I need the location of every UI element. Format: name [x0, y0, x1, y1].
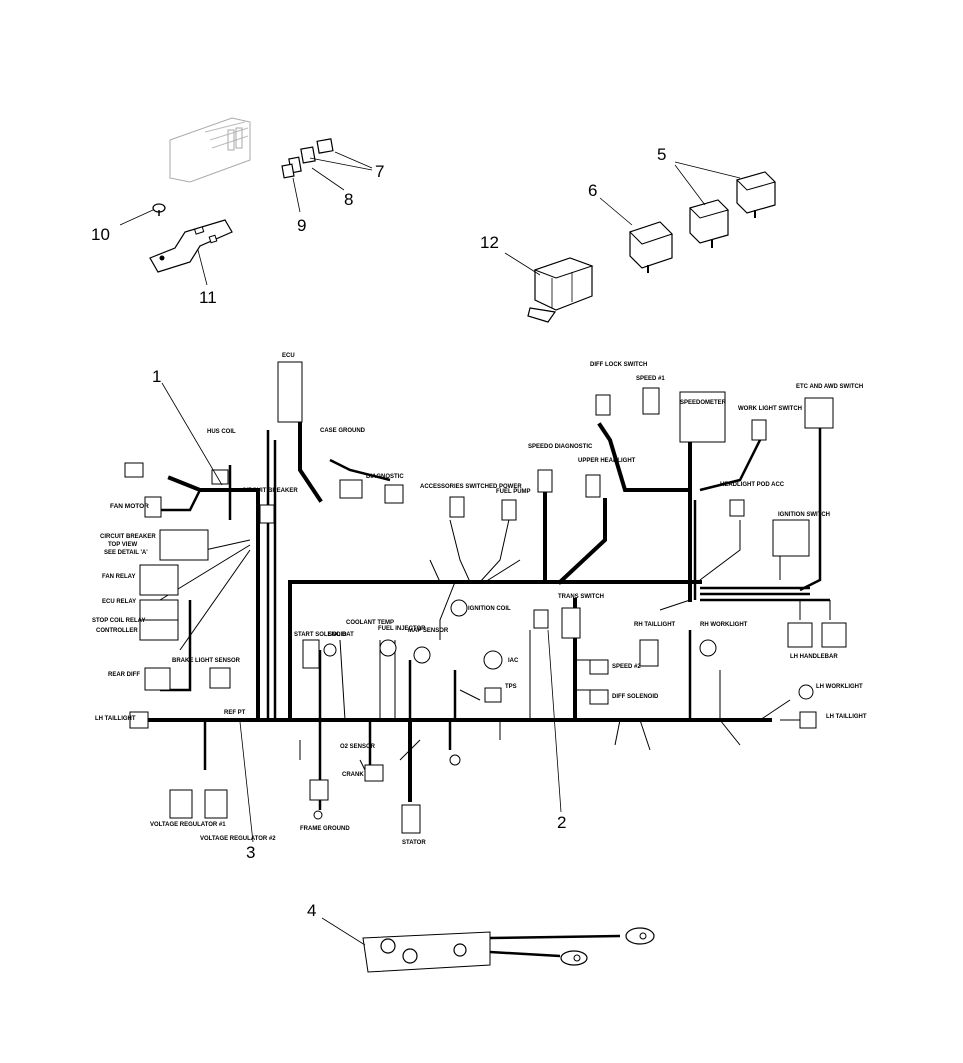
label-stop-coil-relay: STOP COIL RELAY: [92, 618, 145, 624]
callout-10: 10: [91, 225, 110, 244]
label-hus-coil: HUS COIL: [207, 429, 236, 435]
label-lh-worklight: LH WORKLIGHT: [816, 684, 863, 690]
label-rh-worklight: RH WORKLIGHT: [700, 622, 748, 628]
label-work-light-switch: WORK LIGHT SWITCH: [738, 406, 802, 412]
callout-12: 12: [480, 233, 499, 252]
fuse-block: [169, 117, 251, 183]
label-start-solenoid: START SOLENOID: [294, 632, 347, 638]
label-circuit-breaker: CIRCUIT BREAKER: [100, 534, 156, 540]
label-diff-lock-switch: DIFF LOCK SWITCH: [590, 362, 647, 368]
callout-3: 3: [246, 843, 255, 862]
callout-9: 9: [297, 216, 306, 235]
label-etc-awd-switch: ETC AND AWD SWITCH: [796, 384, 863, 390]
relay-12: [527, 257, 594, 323]
label-voltage-reg-2: VOLTAGE REGULATOR #2: [200, 836, 276, 842]
label-top-view: TOP VIEW: [108, 542, 137, 548]
label-lh-handlebar: LH HANDLEBAR: [790, 654, 838, 660]
callout-11: 11: [199, 288, 217, 307]
label-headlight-pod: HEADLIGHT POD ACC: [720, 482, 785, 488]
label-circuit-breaker-2: CIRCUIT BREAKER: [242, 488, 298, 494]
label-fan-relay: FAN RELAY: [102, 574, 135, 580]
label-case-ground: CASE GROUND: [320, 428, 366, 434]
callout-1: 1: [152, 367, 161, 386]
label-accessories: ACCESSORIES SWITCHED POWER: [420, 484, 522, 490]
label-ignition-switch: IGNITION SWITCH: [778, 512, 830, 518]
label-voltage-reg-1: VOLTAGE REGULATOR #1: [150, 822, 226, 828]
callout-4: 4: [307, 901, 316, 920]
relay-5a: [736, 171, 776, 218]
label-crank: CRANK: [342, 772, 364, 778]
label-rear-diff: REAR DIFF: [108, 672, 140, 678]
callout-5: 5: [657, 145, 666, 164]
label-see-detail: SEE DETAIL 'A': [104, 550, 148, 556]
mounting-bracket: [149, 219, 233, 273]
callout-7: 7: [375, 162, 384, 181]
label-map-sensor: MAP SENSOR: [408, 628, 449, 634]
callout-8: 8: [344, 190, 353, 209]
battery-cable: [362, 927, 655, 973]
label-lh-taillight: LH TAILLIGHT: [95, 716, 136, 722]
label-trans-switch: TRANS SWITCH: [558, 594, 604, 600]
relay-6: [629, 221, 673, 273]
label-ecu-relay: ECU RELAY: [102, 599, 136, 605]
label-stator: STATOR: [402, 840, 426, 846]
callout-2: 2: [557, 813, 566, 832]
label-ignition-coil: IGNITION COIL: [468, 606, 511, 612]
label-o2-sensor: O2 SENSOR: [340, 744, 376, 750]
label-ecu: ECU: [282, 353, 295, 359]
label-iac: IAC: [508, 658, 519, 664]
label-rh-taillight: RH TAILLIGHT: [634, 622, 676, 628]
label-brake-light-sensor: BRAKE LIGHT SENSOR: [172, 658, 241, 664]
label-upper-headlight: UPPER HEADLIGHT: [578, 458, 636, 464]
label-sol-bat: SOL BAT: [328, 632, 354, 638]
label-coolant-temp: COOLANT TEMP: [346, 620, 394, 626]
label-frame-ground: FRAME GROUND: [300, 826, 350, 832]
label-ref-pt: REF PT: [224, 710, 246, 716]
relay-5b: [689, 199, 729, 248]
label-diff-solenoid: DIFF SOLENOID: [612, 694, 659, 700]
label-lh-taillight-r: LH TAILLIGHT: [826, 714, 867, 720]
label-fuel-pump: FUEL PUMP: [496, 489, 531, 495]
connectors: [124, 361, 847, 834]
screw: [152, 203, 166, 216]
callout-6: 6: [588, 181, 597, 200]
label-speed-1: SPEED #1: [636, 376, 665, 382]
main-harness: [146, 418, 830, 810]
wires: [159, 514, 831, 781]
fuses: [281, 138, 334, 179]
label-speed-2: SPEED #2: [612, 664, 641, 670]
label-fan-motor: FAN MOTOR: [110, 503, 149, 510]
label-diagnostic: DIAGNOSTIC: [366, 474, 404, 480]
label-speedometer: SPEEDOMETER: [680, 400, 727, 406]
label-tps: TPS: [505, 684, 517, 690]
label-controller: CONTROLLER: [96, 628, 138, 634]
label-fuel-injector: FUEL INJECTOR: [378, 626, 426, 632]
label-speedo-diagnostic: SPEEDO DIAGNOSTIC: [528, 444, 593, 450]
